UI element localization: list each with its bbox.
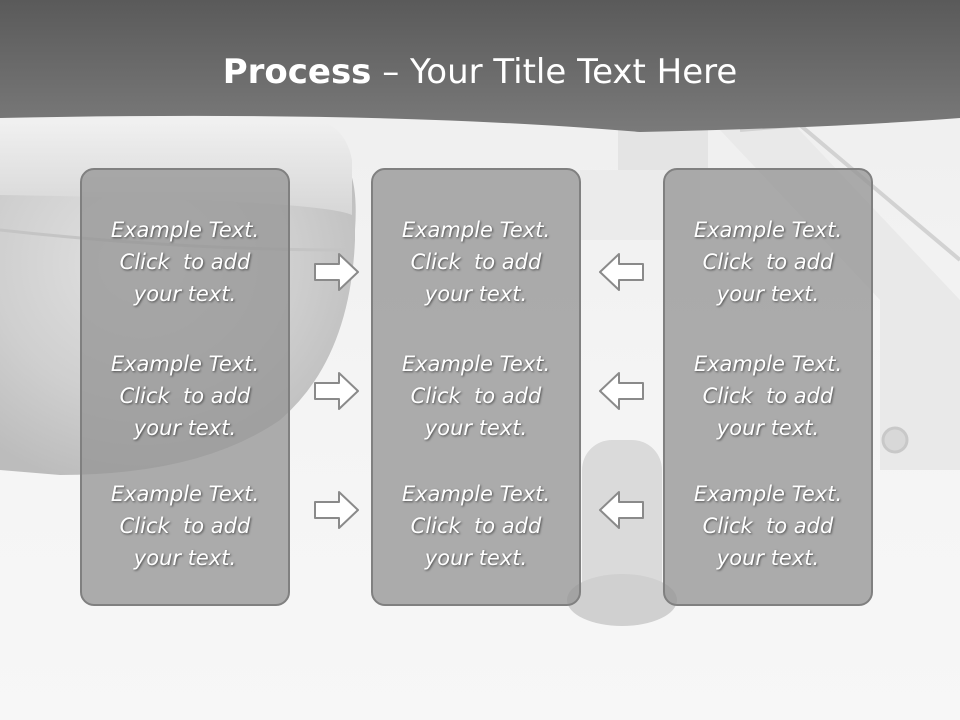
title-rest-part: – Your Title Text Here [371, 52, 738, 92]
arrow-left-icon [599, 372, 644, 410]
text-block[interactable]: Example Text. Click to add your text. [693, 482, 843, 570]
text-block[interactable]: Example Text. Click to add your text. [401, 352, 551, 440]
text-block[interactable]: Example Text. Click to add your text. [110, 482, 260, 570]
arrow-right-icon [314, 372, 359, 410]
text-block[interactable]: Example Text. Click to add your text. [401, 482, 551, 570]
arrow-left-icon [599, 253, 644, 291]
text-block[interactable]: Example Text. Click to add your text. [401, 218, 551, 306]
text-block[interactable]: Example Text. Click to add your text. [693, 218, 843, 306]
title-bold-part: Process [222, 52, 372, 92]
title-band [0, 0, 960, 132]
text-block[interactable]: Example Text. Click to add your text. [693, 352, 843, 440]
text-block[interactable]: Example Text. Click to add your text. [110, 218, 260, 306]
arrow-right-icon [314, 253, 359, 291]
slide-title[interactable]: Process – Your Title Text Here [0, 52, 960, 92]
text-block[interactable]: Example Text. Click to add your text. [110, 352, 260, 440]
process-column-1: Example Text. Click to add your text. Ex… [80, 168, 290, 606]
arrow-right-icon [314, 491, 359, 529]
arrow-left-icon [599, 491, 644, 529]
process-column-3: Example Text. Click to add your text. Ex… [663, 168, 873, 606]
process-column-2: Example Text. Click to add your text. Ex… [371, 168, 581, 606]
